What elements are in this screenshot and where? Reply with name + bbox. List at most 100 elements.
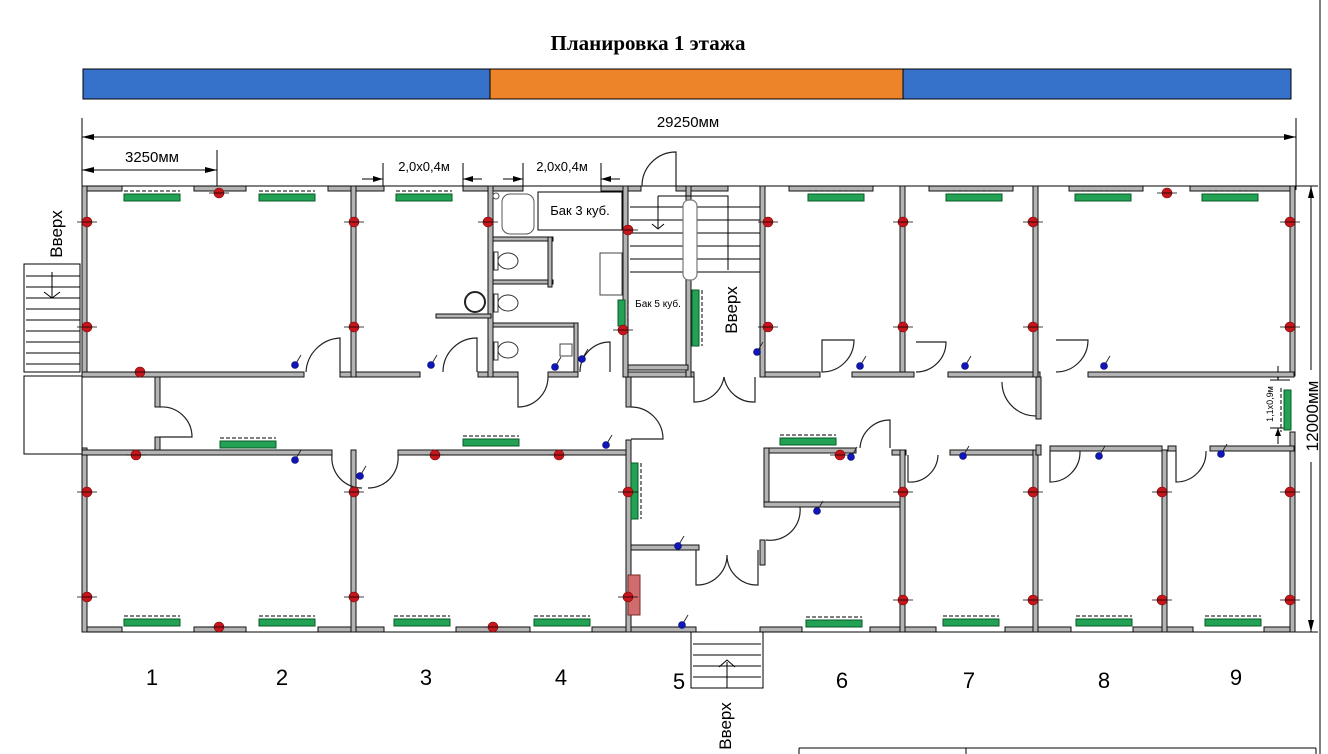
radiator — [807, 190, 865, 202]
total-depth-dimension: 12000мм — [1290, 185, 1322, 633]
window-2-label: 2,0х0,4м — [536, 159, 588, 174]
total-depth-label: 12000мм — [1303, 381, 1322, 452]
light-switch — [961, 355, 972, 370]
radiator — [779, 434, 837, 446]
light-switch — [674, 535, 685, 550]
socket — [77, 591, 97, 603]
internal-staircase: Вверх — [630, 195, 760, 334]
window-dimension-2: 2,0х0,4м — [503, 159, 620, 188]
window-side-dimension: 1,1х0,9м — [1265, 366, 1292, 444]
module-number-4: 4 — [555, 665, 567, 690]
light-switch — [678, 614, 689, 629]
left-staircase: Вверх — [23, 210, 83, 455]
socket — [830, 449, 850, 461]
socket — [126, 449, 146, 461]
toilet-3 — [493, 341, 519, 361]
switches — [291, 341, 1228, 629]
socket — [758, 321, 778, 333]
socket — [618, 486, 638, 498]
socket — [893, 594, 913, 606]
socket — [549, 449, 569, 461]
small-sink — [559, 343, 573, 357]
socket — [613, 324, 633, 336]
zone-bar — [82, 68, 1292, 100]
entrance-staircase: Вверх — [690, 631, 764, 750]
socket — [1023, 486, 1043, 498]
light-switch — [551, 356, 562, 371]
total-length-label: 29250мм — [657, 114, 719, 131]
light-switch — [427, 354, 438, 369]
radiator — [1283, 389, 1292, 431]
radiators — [123, 190, 1262, 628]
module-number-6: 6 — [836, 668, 848, 693]
socket — [1023, 321, 1043, 333]
radiator — [1075, 615, 1133, 627]
socket — [209, 621, 229, 633]
zone-bar-middle — [489, 68, 904, 100]
socket — [77, 486, 97, 498]
socket — [1023, 594, 1043, 606]
light-switch — [291, 354, 302, 369]
light-switch — [959, 445, 970, 460]
module-number-5: 5 — [673, 669, 685, 694]
radiator — [691, 289, 703, 347]
radiator — [393, 615, 451, 627]
radiator — [123, 190, 181, 202]
socket — [1280, 216, 1300, 228]
socket — [209, 187, 229, 199]
plan-title: Планировка 1 этажа — [551, 31, 746, 55]
module-numbers: 1 2 3 4 5 6 7 8 9 — [146, 665, 1242, 694]
socket — [893, 321, 913, 333]
zone-bar-left — [82, 68, 491, 100]
radiator — [1204, 615, 1262, 627]
light-switch — [813, 500, 824, 515]
radiator — [1074, 190, 1132, 202]
socket — [483, 621, 503, 633]
light-switch — [847, 446, 858, 461]
socket — [425, 449, 445, 461]
light-switch — [578, 348, 589, 363]
tank-3: Бак 3 куб. — [537, 191, 623, 231]
light-switch — [1095, 445, 1106, 460]
socket — [344, 486, 364, 498]
socket — [344, 216, 364, 228]
up-label-left: Вверх — [47, 210, 66, 258]
sink — [599, 252, 623, 296]
tank-5-label: Бак 5 куб. — [635, 298, 681, 310]
light-switch — [1100, 355, 1111, 370]
socket — [1280, 486, 1300, 498]
radiator — [533, 615, 591, 627]
total-length-dimension: 29250мм — [81, 114, 1297, 190]
window-dimension-1: 2,0х0,4м — [362, 159, 482, 188]
radiator — [395, 190, 453, 202]
zone-bar-right — [902, 68, 1292, 100]
light-switch — [753, 341, 764, 356]
radiator — [1201, 190, 1259, 202]
module-number-3: 3 — [420, 665, 432, 690]
socket — [344, 591, 364, 603]
socket — [1152, 594, 1172, 606]
radiator — [805, 616, 863, 628]
module-number-9: 9 — [1230, 665, 1242, 690]
socket — [893, 216, 913, 228]
radiator — [258, 615, 316, 627]
module-number-2: 2 — [276, 665, 288, 690]
module-number-8: 8 — [1098, 668, 1110, 693]
radiator — [123, 615, 181, 627]
module-width-dimension: 3250мм — [82, 149, 218, 190]
up-label-stair: Вверх — [722, 286, 741, 334]
up-label-entrance: Вверх — [716, 702, 735, 750]
socket — [1023, 216, 1043, 228]
sockets — [77, 187, 1300, 633]
light-switch — [856, 355, 867, 370]
socket — [1152, 486, 1172, 498]
radiator — [258, 190, 316, 202]
radiator — [945, 190, 1003, 202]
socket — [1280, 321, 1300, 333]
title-block-frame — [798, 0, 1321, 754]
module-number-7: 7 — [963, 668, 975, 693]
bathtub — [492, 192, 535, 235]
socket — [77, 321, 97, 333]
socket — [618, 224, 638, 236]
